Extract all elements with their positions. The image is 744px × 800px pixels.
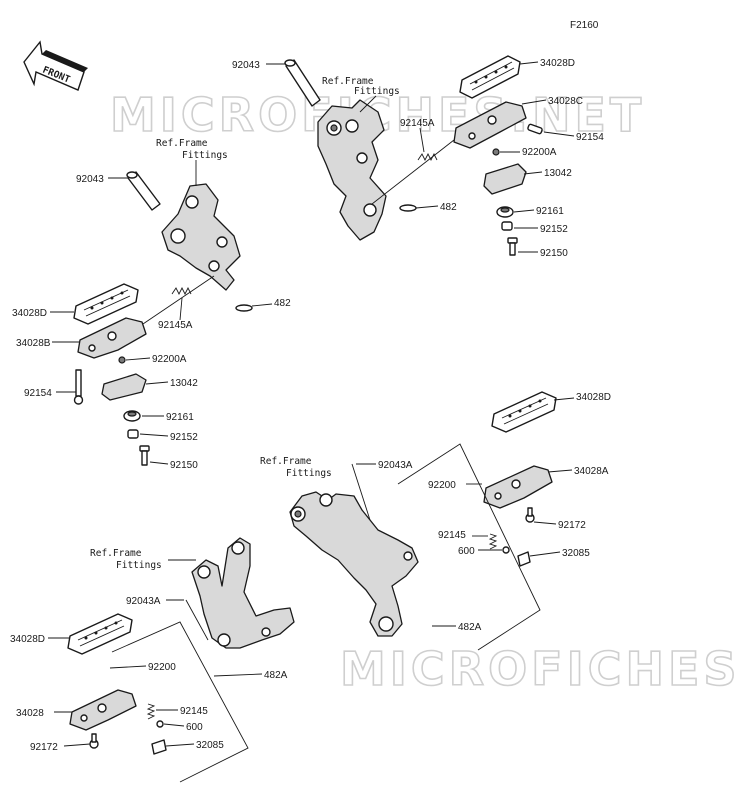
part-label: 92200A [152,354,187,365]
part-label: 482A [458,622,482,633]
part-label: 482 [274,298,291,309]
watermark-bottom: MICROFICHES.NET [340,642,744,696]
front-left-nut-icon [123,410,141,422]
part-label: 482A [264,670,288,681]
front-left-damper-icon [101,373,147,401]
part-label: 32085 [196,740,224,751]
front-left-ball-icon [118,356,126,364]
front-left-footpeg-rubber-icon [73,283,139,325]
front-left-pin-icon [73,369,84,405]
part-label: 92172 [558,520,586,531]
part-label: 34028D [576,392,611,403]
rear-right-bolt-icon [525,507,535,523]
part-label: 92043 [76,174,104,185]
front-right-footpeg-rubber-icon [459,55,521,99]
front-left-washer-icon [235,304,253,312]
front-right-collar-icon [501,221,513,231]
part-label: 92154 [576,132,604,143]
front-right-spring-icon [417,152,438,162]
ref-frame-label: Fittings [182,150,228,161]
part-label: 32085 [562,548,590,559]
part-label: 92161 [166,412,194,423]
ref-frame-label: Ref.Frame [260,456,312,467]
rear-left-bracket-icon [191,537,295,649]
front-left-footrest-group: 92043 Ref.Frame Fittings 482 34028D 9214… [12,138,291,471]
part-label: 600 [458,546,475,557]
part-label: 482 [440,202,457,213]
ref-frame-label: Fittings [116,560,162,571]
rear-left-bolt-icon [89,733,99,749]
bracket-pin-b-icon [126,171,161,211]
rear-right-footrest-group: 34028D Ref.Frame Fittings 92043A 92200 3… [260,391,611,651]
part-label: 92200 [148,662,176,673]
part-label: 92200A [522,147,557,158]
rear-right-footrest-icon [483,465,553,509]
front-arrow-icon: FRONT [23,40,88,91]
part-label: 34028C [548,96,583,107]
part-label: 34028D [12,308,47,319]
ref-frame-label: Ref.Frame [90,548,142,559]
figure-code: F2160 [570,20,599,31]
front-right-damper-icon [483,163,527,195]
part-label: 34028B [16,338,51,349]
part-label: 34028 [16,708,44,719]
part-label: 600 [186,722,203,733]
rear-right-ball-icon [502,546,510,554]
rear-left-cap-icon [151,739,167,755]
front-right-ball-icon [492,148,500,156]
ref-frame-label: Fittings [286,468,332,479]
front-left-bracket-icon [161,183,241,291]
front-left-footrest-icon [77,317,147,359]
part-label: 92154 [24,388,52,399]
part-label: 13042 [170,378,198,389]
part-label: 92145A [400,118,435,129]
front-right-footrest-group: 92043 Ref.Frame Fittings 34028D 34028C 9… [232,55,604,259]
ref-frame-label: Ref.Frame [322,76,374,87]
rear-right-bracket-icon [289,491,419,637]
rear-right-footpeg-rubber-icon [491,391,557,433]
part-label: 34028D [10,634,45,645]
part-label: 92161 [536,206,564,217]
rear-right-spring-icon [488,533,498,550]
front-left-bolt-icon [139,445,150,466]
ref-frame-label: Fittings [354,86,400,97]
part-label: 92043A [126,596,161,607]
rear-left-footrest-icon [69,689,137,731]
part-label: 92145A [158,320,193,331]
rear-left-ball-icon [156,720,164,728]
part-label: 92200 [428,480,456,491]
front-right-footrest-icon [453,101,527,149]
part-label: 92145 [438,530,466,541]
part-label: 92043 [232,60,260,71]
part-label: 92043A [378,460,413,471]
part-label: 92150 [170,460,198,471]
rear-left-spring-icon [146,703,156,720]
part-label: 92172 [30,742,58,753]
front-right-pin-icon [527,123,543,135]
front-left-spring-icon [171,286,192,296]
rear-right-cap-icon [517,551,531,567]
part-label: 13042 [544,168,572,179]
part-label: 92152 [540,224,568,235]
part-label: 92145 [180,706,208,717]
front-right-washer-icon [399,204,417,212]
rear-left-footrest-group: Ref.Frame Fittings 92043A 34028D 92200 4… [10,537,295,783]
part-label: 92152 [170,432,198,443]
ref-frame-label: Ref.Frame [156,138,208,149]
part-label: 34028A [574,466,609,477]
front-right-nut-icon [496,206,514,218]
front-right-bracket-icon [317,99,387,241]
bracket-pin-a-icon [284,59,321,107]
rear-left-footpeg-rubber-icon [67,613,133,655]
front-left-collar-icon [127,429,139,439]
front-right-bolt-icon [507,237,518,256]
part-label: 34028D [540,58,575,69]
part-label: 92150 [540,248,568,259]
